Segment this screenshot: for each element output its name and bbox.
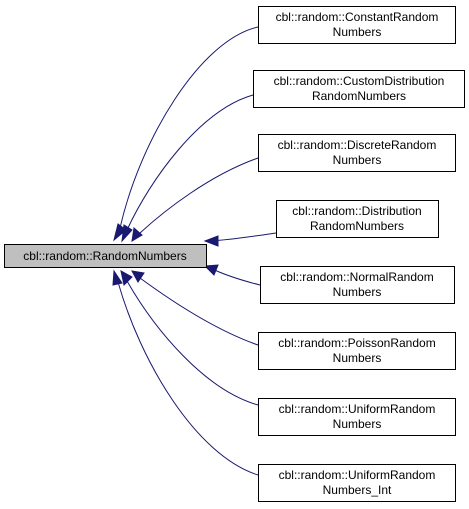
arrowhead-normal-random bbox=[203, 264, 219, 276]
derived-class-node-distribution[interactable]: cbl::random::Distribution RandomNumbers bbox=[276, 200, 439, 238]
arrowhead-discrete-random bbox=[131, 227, 143, 242]
base-class-node[interactable]: cbl::random::RandomNumbers bbox=[4, 244, 207, 268]
derived-class-label-line2: Numbers bbox=[333, 351, 382, 365]
arrowhead-uniform-random-int bbox=[112, 269, 123, 286]
derived-class-node-uniform-random[interactable]: cbl::random::UniformRandom Numbers bbox=[258, 398, 456, 436]
derived-class-label-line1: cbl::random::ConstantRandom bbox=[276, 10, 439, 24]
derived-class-label-line2: Numbers_Int bbox=[323, 483, 392, 497]
inheritance-edges bbox=[117, 26, 277, 476]
arrowhead-uniform-random bbox=[120, 270, 133, 287]
derived-class-label-line1: cbl::random::DiscreteRandom bbox=[278, 138, 437, 152]
derived-class-box bbox=[258, 134, 456, 172]
derived-class-label-line2: Numbers bbox=[333, 25, 382, 39]
derived-class-label-line1: cbl::random::PoissonRandom bbox=[278, 336, 435, 350]
arrowhead-constant-random bbox=[113, 223, 127, 242]
derived-class-box bbox=[258, 332, 456, 370]
arrowhead-custom-distribution bbox=[121, 224, 133, 243]
derived-class-label-line2: Numbers bbox=[333, 285, 382, 299]
derived-class-label-line1: cbl::random::NormalRandom bbox=[280, 270, 433, 284]
base-class-box bbox=[4, 244, 207, 268]
derived-class-box bbox=[260, 266, 455, 304]
derived-class-label-line1: cbl::random::Distribution bbox=[292, 204, 421, 218]
derived-class-box bbox=[258, 398, 456, 436]
derived-class-node-constant-random[interactable]: cbl::random::ConstantRandom Numbers bbox=[258, 6, 456, 44]
derived-class-node-discrete-random[interactable]: cbl::random::DiscreteRandom Numbers bbox=[258, 134, 456, 172]
edge-discrete-random bbox=[139, 157, 259, 234]
derived-class-label-line2: Numbers bbox=[333, 153, 382, 167]
derived-class-box bbox=[258, 6, 456, 44]
edge-uniform-random-int bbox=[117, 281, 259, 476]
derived-class-label-line1: cbl::random::UniformRandom bbox=[279, 468, 436, 482]
derived-class-label-line2: Numbers bbox=[333, 417, 382, 431]
derived-class-label-line1: cbl::random::UniformRandom bbox=[279, 402, 436, 416]
derived-class-box bbox=[258, 464, 456, 502]
arrowhead-poisson-random bbox=[131, 270, 145, 283]
edge-uniform-random bbox=[126, 280, 259, 406]
derived-class-label-line2: RandomNumbers bbox=[310, 219, 404, 233]
edge-distribution bbox=[209, 232, 277, 242]
arrowhead-distribution bbox=[203, 235, 219, 247]
edge-poisson-random bbox=[139, 277, 259, 346]
derived-class-box bbox=[276, 200, 439, 238]
derived-class-node-normal-random[interactable]: cbl::random::NormalRandom Numbers bbox=[260, 266, 455, 304]
derived-class-node-uniform-random-int[interactable]: cbl::random::UniformRandom Numbers_Int bbox=[258, 464, 456, 502]
edge-normal-random bbox=[209, 267, 261, 286]
inheritance-arrowheads bbox=[112, 223, 219, 287]
derived-class-box bbox=[253, 70, 465, 108]
derived-class-label-line2: RandomNumbers bbox=[312, 89, 406, 103]
edge-custom-distribution bbox=[126, 94, 254, 231]
derived-class-node-custom-distribution[interactable]: cbl::random::CustomDistribution RandomNu… bbox=[253, 70, 465, 108]
derived-class-label-line1: cbl::random::CustomDistribution bbox=[274, 74, 445, 88]
derived-class-node-poisson-random[interactable]: cbl::random::PoissonRandom Numbers bbox=[258, 332, 456, 370]
edge-constant-random bbox=[119, 26, 259, 229]
base-class-label: cbl::random::RandomNumbers bbox=[23, 249, 186, 263]
